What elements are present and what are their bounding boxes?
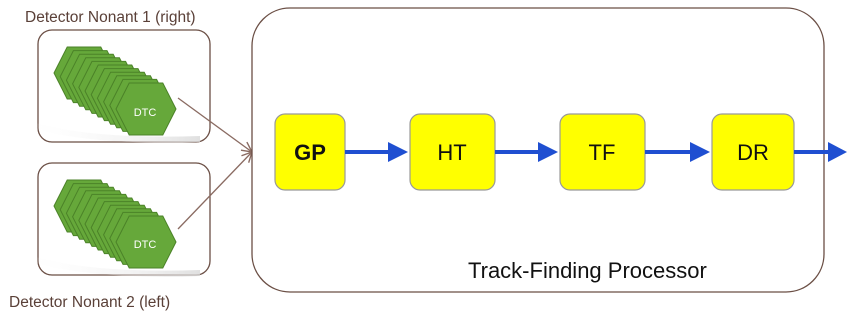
dtc-label-left: DTC [134, 239, 157, 251]
arrow-tf-to-dr [645, 142, 710, 162]
block-tf-label: TF [589, 140, 616, 165]
dtc-label-right: DTC [134, 107, 157, 119]
nonant-left-label: Detector Nonant 2 (left) [9, 294, 170, 311]
nonant-left-shadow [20, 252, 200, 277]
block-dr: DR [711, 113, 795, 191]
block-ht-label: HT [437, 140, 466, 165]
arrow-dr-output [794, 142, 847, 162]
nonant-left-group: DTC [20, 162, 211, 277]
dtc-left-module-11 [115, 215, 177, 269]
connector-left-to-processor [177, 152, 252, 230]
processor-label: Track-Finding Processor [468, 258, 707, 283]
arrow-gp-to-ht [345, 142, 408, 162]
connector-right-to-processor [177, 97, 252, 152]
nonant-right-group: DTC [20, 29, 211, 143]
dtc-right-module-11 [115, 82, 177, 136]
nonant-right-label: Detector Nonant 1 (right) [25, 9, 196, 26]
arrow-ht-to-tf [495, 142, 558, 162]
nonant-right-shadow [20, 118, 200, 143]
block-dr-label: DR [737, 140, 769, 165]
block-gp: GP [274, 113, 346, 191]
dtc-stack-right [53, 46, 177, 136]
dtc-stack-left [53, 179, 177, 269]
block-ht: HT [409, 113, 496, 191]
block-tf: TF [559, 113, 646, 191]
block-gp-label: GP [294, 140, 326, 165]
